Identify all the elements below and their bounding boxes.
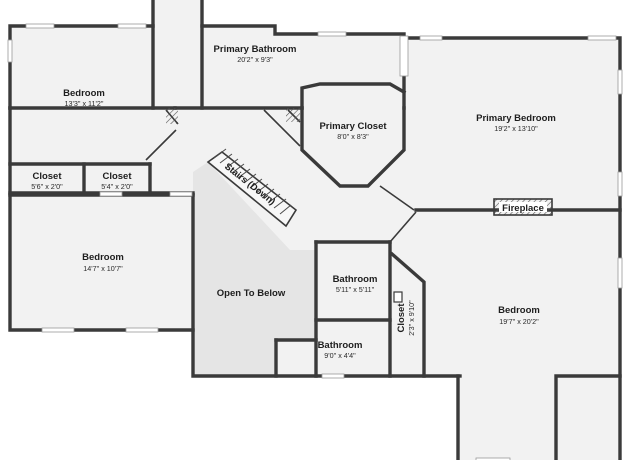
stairs-steps: [206, 148, 298, 228]
room-name-primary-bathroom: Primary Bathroom: [214, 44, 297, 55]
room-dims-bedroom-nw: 13'3" x 11'2": [65, 99, 104, 108]
room-dims-bathroom-a: 5'11" x 5'11": [336, 285, 375, 294]
fireplace: Fireplace: [493, 198, 553, 216]
room-dims-bedroom-se: 19'7" x 20'2": [499, 317, 539, 326]
fireplace-label: Fireplace: [502, 203, 544, 214]
room-name-bedroom-nw: Bedroom: [63, 88, 105, 99]
windows: [7, 23, 623, 460]
interior-walls: [8, 24, 622, 378]
room-name-bathroom-b: Bathroom: [318, 340, 363, 351]
open-to-below-area: [193, 162, 316, 376]
open-to-below-label: Open To Below: [217, 288, 286, 299]
floor-fill: [10, 0, 620, 460]
room-dims-primary-bathroom: 20'2" x 9'3": [237, 55, 273, 64]
room-dims-closet-a: 5'6" x 2'0": [31, 182, 63, 191]
room-name-bedroom-w: Bedroom: [82, 252, 124, 263]
room-dims-primary-closet: 8'0" x 8'3": [337, 132, 369, 141]
room-name-primary-bedroom: Primary Bedroom: [476, 113, 556, 124]
room-labels: Bedroom 13'3" x 11'2" Primary Bathroom 2…: [31, 44, 556, 360]
room-dims-bedroom-w: 14'7" x 10'7": [83, 264, 123, 273]
room-dims-bathroom-b: 9'0" x 4'4": [324, 351, 356, 360]
room-name-bedroom-se: Bedroom: [498, 305, 540, 316]
room-name-primary-closet: Primary Closet: [319, 121, 387, 132]
room-name-closet-v: Closet: [396, 303, 407, 333]
room-name-closet-a: Closet: [32, 171, 62, 182]
room-name-bathroom-a: Bathroom: [333, 274, 378, 285]
room-dims-closet-v: 2'3" x 9'10": [407, 300, 416, 336]
room-dims-closet-b: 5'4" x 2'0": [101, 182, 133, 191]
room-dims-primary-bedroom: 19'2" x 13'10": [494, 124, 538, 133]
room-name-closet-b: Closet: [102, 171, 132, 182]
door-openings: [145, 108, 417, 303]
